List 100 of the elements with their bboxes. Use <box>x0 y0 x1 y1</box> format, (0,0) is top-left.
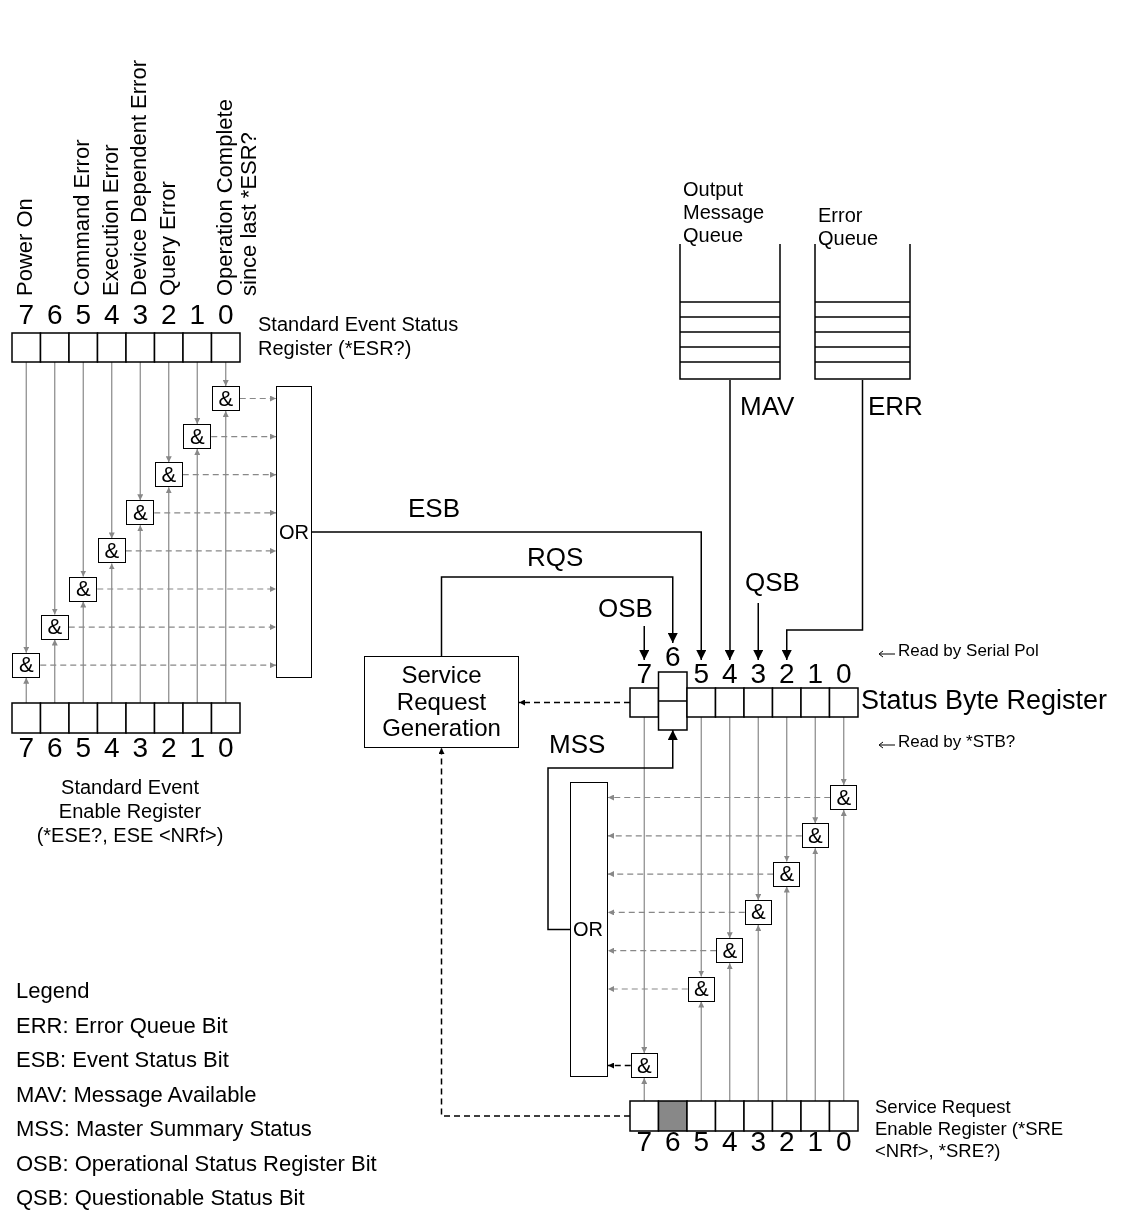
bit-number: 5 <box>692 1128 711 1156</box>
arrow <box>80 600 87 704</box>
and-gate: & <box>744 899 772 925</box>
legend-text: OSB: Operational Status Register Bit <box>16 1150 377 1177</box>
arrow <box>698 1000 705 1102</box>
bit-name: Operation Complete since last *ESR? <box>212 98 262 296</box>
and-gate: & <box>211 386 240 411</box>
legend-text: MSS: Master Summary Status <box>16 1116 312 1142</box>
bit-number: 4 <box>720 1128 739 1156</box>
dashed-arrow <box>39 662 277 669</box>
or-gate: OR <box>276 386 312 678</box>
dashed-arrow <box>125 547 277 554</box>
and-gate: & <box>830 785 858 810</box>
arrow <box>812 716 819 824</box>
arrow <box>222 361 229 387</box>
arrow <box>194 448 201 704</box>
bit-number: 6 <box>45 301 64 329</box>
dashed-arrow <box>607 909 746 916</box>
and-gate: & <box>154 462 183 488</box>
arrow <box>137 524 144 704</box>
legend-text: ESB: Event Status Bit <box>16 1047 229 1073</box>
arrow <box>783 716 790 863</box>
dashed-arrow <box>438 747 631 1117</box>
arrow <box>108 361 115 539</box>
arrow <box>165 361 172 463</box>
arrow <box>726 716 733 939</box>
bit-number: 4 <box>102 301 121 329</box>
dashed-arrow <box>68 624 277 631</box>
arrow <box>641 716 648 1054</box>
arrow <box>547 729 678 931</box>
process-box: Service Request Generation <box>364 656 519 748</box>
arrow <box>165 486 172 704</box>
dashed-arrow <box>607 947 717 954</box>
note-text: Read by *STB? <box>898 732 1016 752</box>
and-gate: & <box>69 576 98 602</box>
and-gate: & <box>773 861 801 887</box>
and-gate: & <box>183 424 212 450</box>
arrow <box>641 1077 648 1102</box>
dashed-arrow <box>607 871 774 878</box>
dashed-arrow <box>607 986 689 992</box>
dashed-arrow <box>239 395 277 402</box>
arrow <box>753 602 764 661</box>
bit-name: Command Error <box>70 138 96 296</box>
dashed-arrow <box>607 1062 632 1069</box>
dashed-arrow <box>607 832 803 839</box>
arrow <box>755 716 762 901</box>
legend-text: MAV: Message Available <box>16 1081 257 1108</box>
arrow <box>726 962 733 1102</box>
legend-text: QSB: Questionable Status Bit <box>16 1185 305 1211</box>
arrow <box>440 576 678 657</box>
arrow <box>698 716 705 978</box>
arrow <box>840 809 847 1102</box>
dashed-arrow <box>210 433 277 440</box>
register-label: Standard Event Enable Register (*ESE?, ESE <NRf>) <box>35 775 225 847</box>
arrow <box>108 562 115 704</box>
bit-number: 1 <box>188 301 207 329</box>
bit-number: 7 <box>635 1128 654 1156</box>
bit-number: 3 <box>131 301 150 329</box>
and-gate: & <box>630 1053 658 1078</box>
bit-number: 0 <box>216 301 235 329</box>
arrow <box>23 361 30 654</box>
bit-number: 1 <box>806 1128 825 1156</box>
bit-name: Query Error <box>155 180 181 296</box>
and-gate: & <box>687 976 715 1002</box>
note-text: Read by Serial Pol <box>898 641 1039 661</box>
register-label: Standard Event Status Register (*ESR?) <box>258 312 460 360</box>
bit-number: 7 <box>17 734 36 762</box>
arrow <box>783 886 790 1102</box>
legend-title: Legend <box>16 978 90 1004</box>
arrow <box>194 361 201 425</box>
bit-number: 2 <box>159 734 178 762</box>
and-gate: & <box>12 652 41 678</box>
and-gate: & <box>97 538 126 564</box>
dashed-arrow <box>607 794 831 801</box>
dashed-arrow <box>518 699 631 706</box>
bit-number: 2 <box>159 301 178 329</box>
or-gate: OR <box>570 782 608 1077</box>
legend-text: ERR: Error Queue Bit <box>16 1012 228 1039</box>
arrow <box>137 361 144 501</box>
arrow <box>812 847 819 1102</box>
arrow <box>80 361 87 578</box>
arrow <box>755 924 762 1102</box>
queue-label: Output Message Queue <box>683 178 766 247</box>
bit-number: 6 <box>663 1128 682 1156</box>
dashed-arrow <box>153 509 277 516</box>
arrow <box>51 639 58 704</box>
arrow <box>222 410 229 704</box>
arrow <box>51 361 58 616</box>
arrow <box>724 379 735 661</box>
bit-number: 0 <box>216 734 235 762</box>
queue-label: Error Queue <box>818 204 880 250</box>
bit-number: 4 <box>102 734 121 762</box>
bit-number: 7 <box>17 301 36 329</box>
register-label: Status Byte Register <box>861 684 1109 717</box>
arrow <box>639 625 650 661</box>
bit-number: 3 <box>131 734 150 762</box>
bit-number: 2 <box>777 1128 796 1156</box>
bit-name: Power On <box>13 197 39 296</box>
arrow <box>781 379 864 661</box>
arrow <box>840 716 847 786</box>
